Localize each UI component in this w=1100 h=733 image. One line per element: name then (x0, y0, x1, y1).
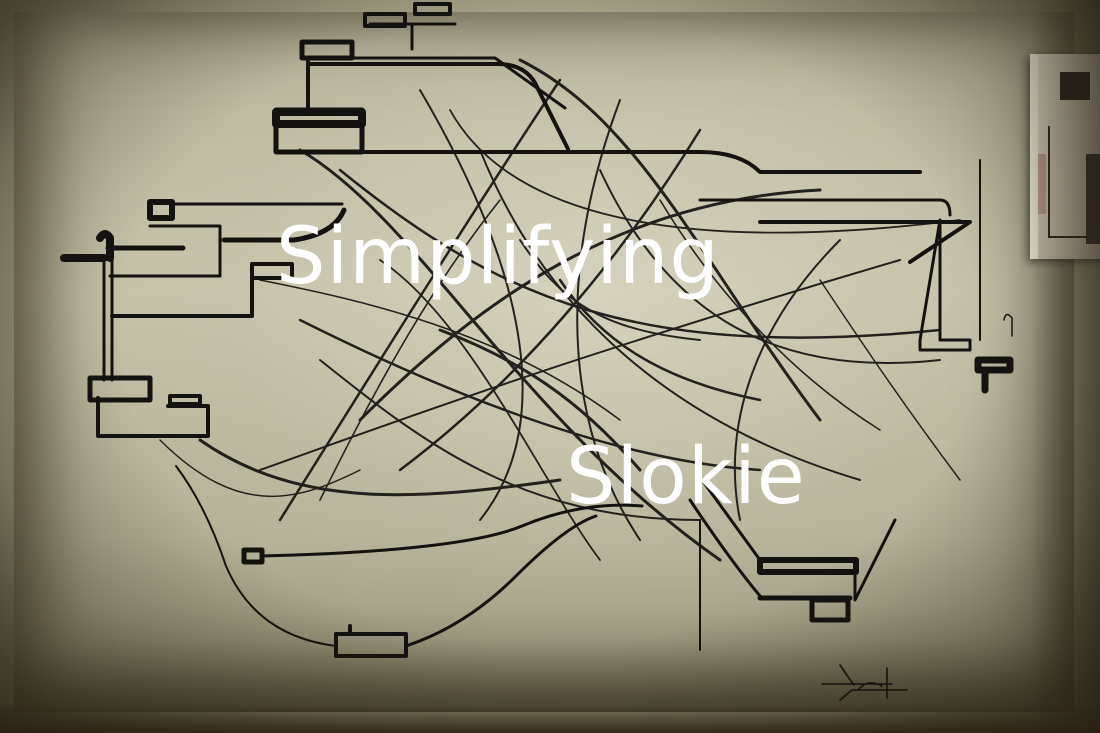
right-shadow (1030, 0, 1100, 733)
box-left-upper (273, 107, 365, 155)
overlay-title-line-1: Simplifying (276, 212, 720, 302)
bottom-edge (0, 707, 1100, 733)
overlay-title-line-2: Slokie (566, 432, 806, 522)
